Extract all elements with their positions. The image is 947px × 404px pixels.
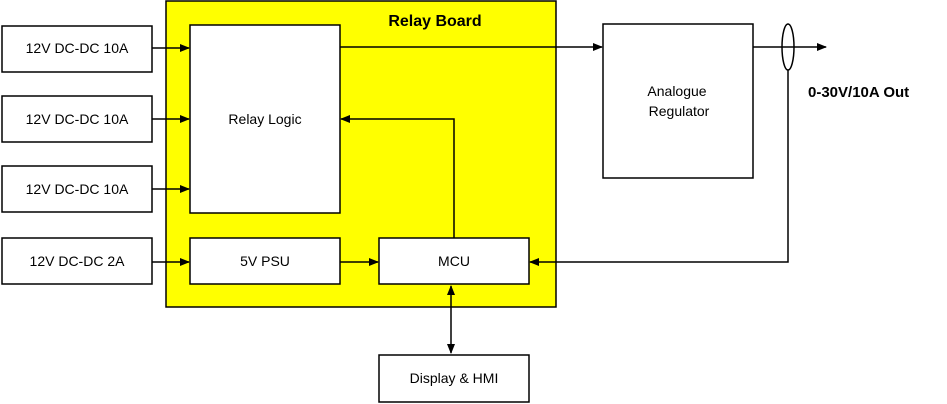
mcu-label: MCU bbox=[438, 253, 470, 269]
input-label-1: 12V DC-DC 10A bbox=[26, 40, 129, 56]
relay-logic-label: Relay Logic bbox=[228, 111, 301, 127]
display-hmi-label: Display & HMI bbox=[410, 370, 499, 386]
regulator-label-line2: Regulator bbox=[649, 103, 710, 119]
regulator-label-line1: Analogue bbox=[647, 83, 706, 99]
relay-logic-block: Relay Logic bbox=[189, 24, 341, 214]
input-label-2: 12V DC-DC 10A bbox=[26, 111, 129, 127]
psu-block: 5V PSU bbox=[189, 237, 341, 285]
input-label-3: 12V DC-DC 10A bbox=[26, 181, 129, 197]
input-box-4: 12V DC-DC 2A bbox=[1, 237, 153, 285]
input-box-3: 12V DC-DC 10A bbox=[1, 165, 153, 213]
input-box-1: 12V DC-DC 10A bbox=[1, 25, 153, 73]
analogue-regulator-block: Analogue Regulator bbox=[602, 23, 754, 179]
relay-board-title: Relay Board bbox=[388, 13, 481, 30]
mcu-block: MCU bbox=[378, 237, 530, 285]
input-label-4: 12V DC-DC 2A bbox=[30, 253, 126, 269]
mcu-to-relay-arrow bbox=[340, 115, 455, 238]
display-hmi-block: Display & HMI bbox=[378, 354, 530, 403]
input-box-2: 12V DC-DC 10A bbox=[1, 95, 153, 143]
output-label: 0-30V/10A Out bbox=[808, 84, 909, 101]
feedback-to-mcu-arrow bbox=[529, 70, 789, 266]
psu-label: 5V PSU bbox=[240, 253, 290, 269]
